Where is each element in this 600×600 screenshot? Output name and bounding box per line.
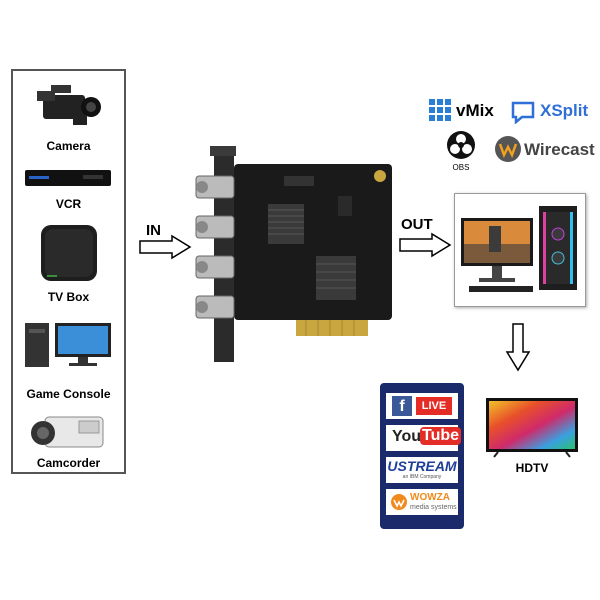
camcorder-icon [31,416,104,448]
youtube-you-label: You [392,428,422,445]
in-label: IN [146,222,161,239]
camera-icon [37,85,101,125]
source-label-tv-box: TV Box [47,290,90,304]
vcr-icon [25,170,111,186]
hdtv-label: HDTV [515,461,549,475]
vmix-label: vMix [456,101,494,120]
down-arrow-icon [505,323,531,372]
hdtv-image [486,398,578,458]
wowza-label: WOWZA [410,492,450,503]
xsplit-label: XSplit [540,101,589,120]
out-arrow-icon [399,232,452,258]
ustream-label: USTREAM [387,458,457,474]
vmix-logo-icon [429,99,451,121]
facebook-icon: f [392,396,412,416]
source-label-camcorder: Camcorder [36,456,101,470]
game-console-icon [25,323,111,367]
obs-logo-icon [447,131,475,159]
wowza-icon [391,494,407,510]
in-arrow-icon [139,234,192,260]
facebook-live-badge: f LIVE [386,393,458,419]
sources-panel: Camera VCR TV Box Game Console Camcorder [11,69,126,474]
ustream-sub-label: an IBM Company [402,474,442,480]
gaming-pc-image [461,206,577,292]
wowza-sub-label: media systems [410,504,457,511]
obs-label: OBS [452,163,470,172]
out-label: OUT [401,216,433,233]
wirecast-logo-icon [495,136,521,162]
facebook-live-label: LIVE [416,397,452,415]
wowza-badge: WOWZA media systems [386,489,458,515]
pc-output-box [454,193,586,307]
streaming-platforms-panel: f LIVE You Tube USTREAM an IBM Company W… [380,383,464,529]
capture-card-image [195,146,392,362]
ustream-badge: USTREAM an IBM Company [386,457,458,483]
tv-box-icon [41,225,97,281]
youtube-tube-label: Tube [420,427,462,445]
source-label-camera: Camera [46,139,91,153]
source-label-vcr: VCR [55,197,82,211]
wirecast-label: Wirecast [524,140,595,159]
youtube-badge: You Tube [386,425,462,451]
xsplit-logo-icon [511,101,535,124]
source-label-game-console: Game Console [26,387,111,401]
